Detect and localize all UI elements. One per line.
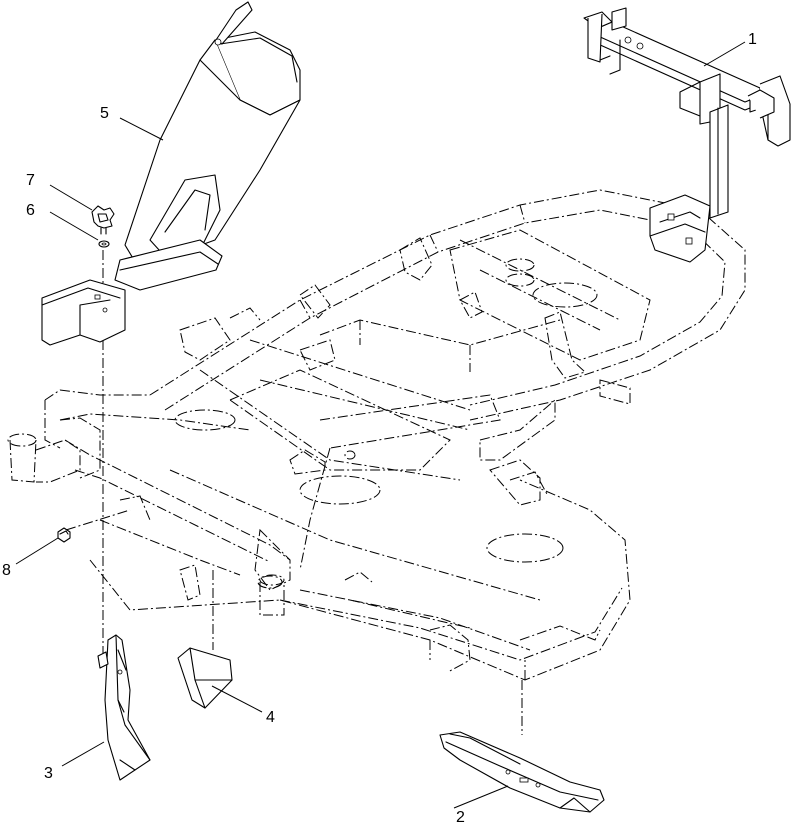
callout-1: 1 [748, 31, 757, 48]
part-3-deflector-plate [97, 634, 151, 781]
main-frame-phantom [7, 189, 746, 616]
part-2-mower-blade [439, 731, 605, 813]
part-1-bumper-frame [583, 7, 791, 263]
leader-7 [49, 184, 93, 211]
callout-7: 7 [26, 172, 35, 189]
part-8-nut [57, 527, 71, 543]
part-7-knob [91, 205, 115, 235]
leader-6 [49, 211, 99, 241]
leader-2 [453, 785, 509, 809]
leader-3 [61, 741, 105, 767]
assembly-lines [65, 218, 701, 735]
callout-5: 5 [100, 105, 109, 122]
part-4-bracket [177, 647, 233, 709]
part-5-discharge-chute [114, 1, 301, 291]
part-6-washer [98, 240, 110, 248]
callout-2: 2 [456, 809, 465, 826]
callout-3: 3 [44, 765, 53, 782]
callout-8: 8 [2, 562, 11, 579]
leader-4 [211, 685, 263, 713]
callout-4: 4 [266, 709, 275, 726]
leader-1 [703, 41, 746, 67]
mower-deck-phantom [89, 282, 631, 681]
callout-6: 6 [26, 202, 35, 219]
chute-mount-bracket [41, 279, 126, 346]
leader-5 [119, 117, 164, 141]
callouts: 1 2 3 4 5 6 7 8 [2, 31, 757, 826]
leader-lines [15, 41, 746, 809]
leader-8 [15, 537, 59, 565]
